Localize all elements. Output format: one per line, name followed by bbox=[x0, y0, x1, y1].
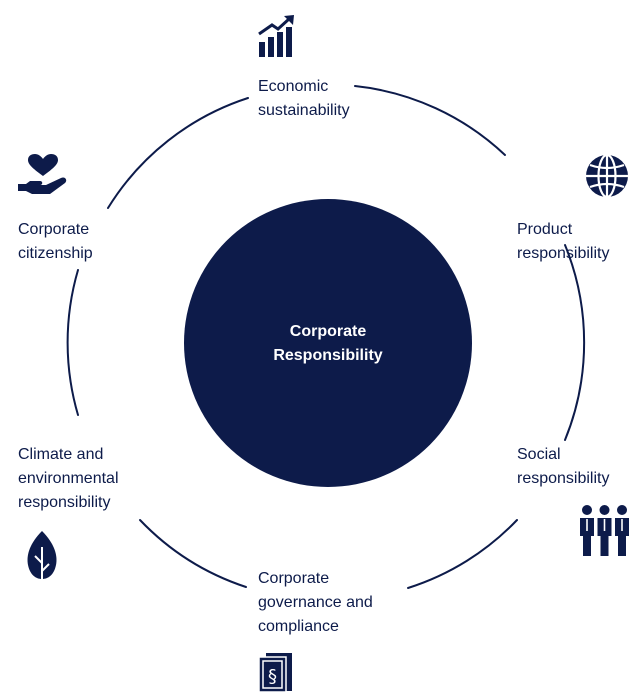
ring-arc-citizenship-economic bbox=[107, 97, 249, 209]
ring-arc-social-governance bbox=[407, 519, 518, 589]
citizenship-label: Corporate citizenship bbox=[18, 221, 93, 262]
social-label: Social responsibility bbox=[517, 446, 610, 487]
economic-label: Economic sustainability bbox=[258, 78, 350, 119]
center-label-line-2: Responsibility bbox=[273, 347, 383, 364]
law-book-icon: § bbox=[256, 651, 296, 698]
leaf-icon bbox=[24, 529, 60, 588]
globe-icon bbox=[584, 153, 630, 204]
people-group-icon bbox=[578, 503, 631, 562]
heart-hand-icon bbox=[18, 154, 72, 203]
center-label-line-1: Corporate bbox=[289, 323, 367, 340]
product-label: Product responsibility bbox=[517, 221, 610, 262]
center-circle bbox=[184, 199, 472, 487]
ring-arc-product-social bbox=[564, 244, 586, 441]
ring-arc-economic-product bbox=[354, 85, 506, 156]
governance-label: Corporate governance and compliance bbox=[258, 570, 373, 635]
center-label: Corporate Responsibility bbox=[184, 320, 472, 368]
bar-chart-growth-icon bbox=[256, 12, 298, 63]
climate-label: Climate and environmental responsibility bbox=[18, 446, 119, 511]
ring-arc-governance-climate bbox=[139, 519, 247, 588]
ring-arc-climate-citizenship bbox=[66, 269, 79, 416]
svg-text:§: § bbox=[268, 666, 277, 687]
